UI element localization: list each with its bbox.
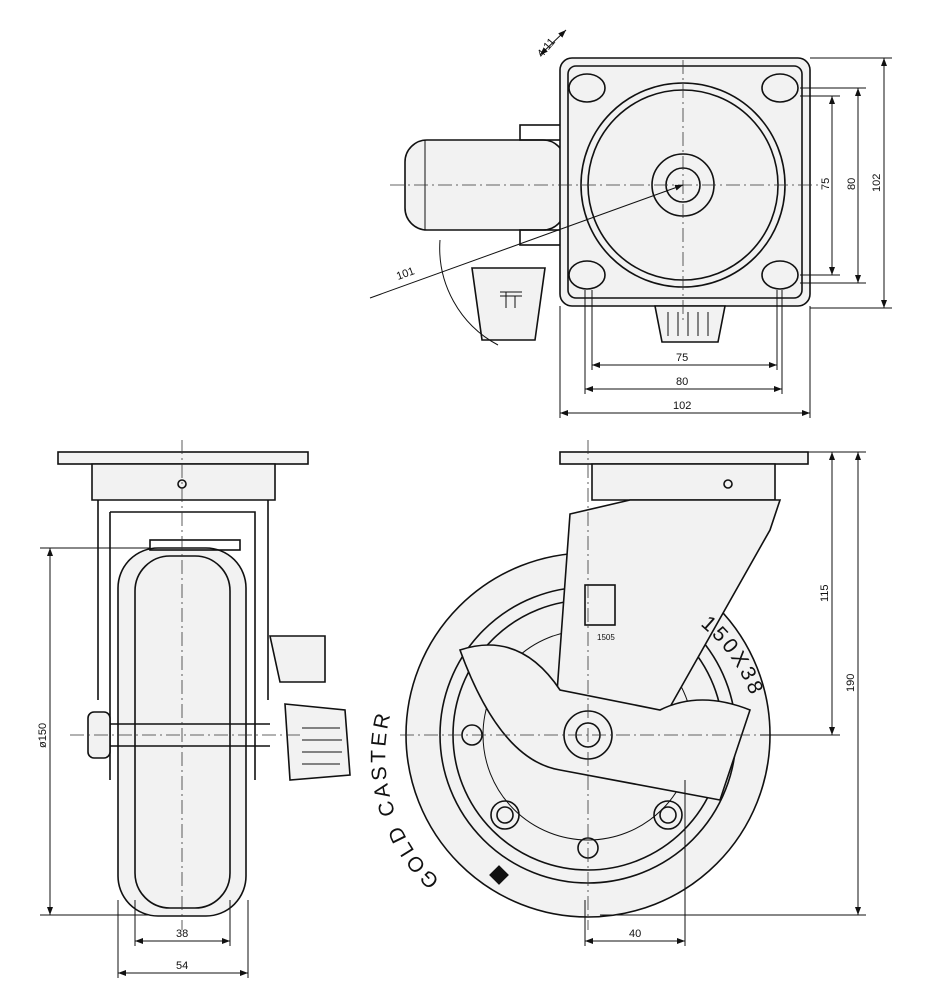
dim-102-horizontal: 102: [673, 400, 691, 412]
top-view: 101 4-11 75 80 102 75 80 102: [369, 29, 892, 418]
dim-190: 190: [845, 674, 857, 692]
side-brake-pedal: [284, 703, 351, 781]
dim-75-vertical: 75: [820, 178, 832, 190]
dim-75-horizontal: 75: [676, 352, 688, 364]
logo-mark: [489, 865, 509, 885]
side-brake-pedal-upper: [269, 635, 326, 683]
stamp-label: 1505: [597, 633, 615, 642]
dim-54: 54: [176, 960, 188, 972]
hole-spec-label: 4-11: [535, 36, 558, 60]
brake-shoe: [149, 539, 241, 551]
side-plate: [57, 451, 309, 465]
stamp-plate: [584, 584, 616, 626]
side-view: ø150 38 54: [37, 440, 351, 978]
dim-80-vertical: 80: [846, 178, 858, 190]
brake-pedal-front: [654, 305, 726, 343]
dim-diameter-150: ø150: [37, 723, 49, 748]
radius-label: 101: [395, 265, 416, 283]
front-view: 1505 GOLD CASTER 150X38 115 190 40: [367, 440, 866, 946]
brake-pedal-top: [471, 267, 546, 341]
dim-40: 40: [629, 928, 641, 940]
bolt-holes: [568, 73, 799, 290]
dim-80-horizontal: 80: [676, 376, 688, 388]
front-plate: [559, 451, 809, 465]
dim-115: 115: [819, 584, 831, 602]
brake-symbol-icon: [500, 291, 522, 308]
dim-38: 38: [176, 928, 188, 940]
dim-102-vertical: 102: [871, 174, 883, 192]
